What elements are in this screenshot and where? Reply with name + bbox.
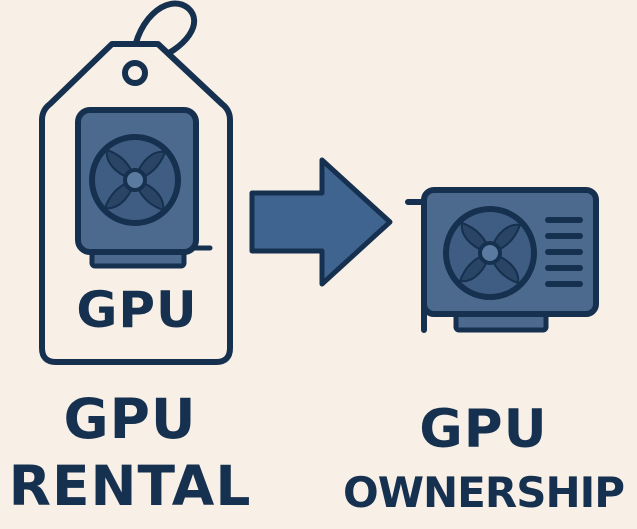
tag-hole — [122, 60, 148, 86]
tag-label: GPU — [76, 281, 198, 339]
ownership-caption-line-1: GPU — [419, 399, 548, 460]
tag-string — [129, 0, 198, 73]
graphics-card-icon — [405, 187, 599, 333]
rental-caption-line-2: RENTAL — [8, 454, 252, 518]
card-vents — [545, 217, 583, 287]
rental-caption-line-1: GPU — [63, 387, 197, 451]
fan-icon — [89, 134, 181, 226]
arrow-right-icon — [249, 157, 393, 287]
graphics-card-icon — [75, 107, 213, 269]
fan-icon — [443, 206, 537, 300]
ownership-caption-line-2: OWNERSHIP — [342, 468, 625, 517]
ownership-caption: GPU OWNERSHIP — [330, 403, 637, 514]
price-tag-icon — [39, 0, 233, 365]
rental-caption: GPU RENTAL — [0, 392, 260, 514]
